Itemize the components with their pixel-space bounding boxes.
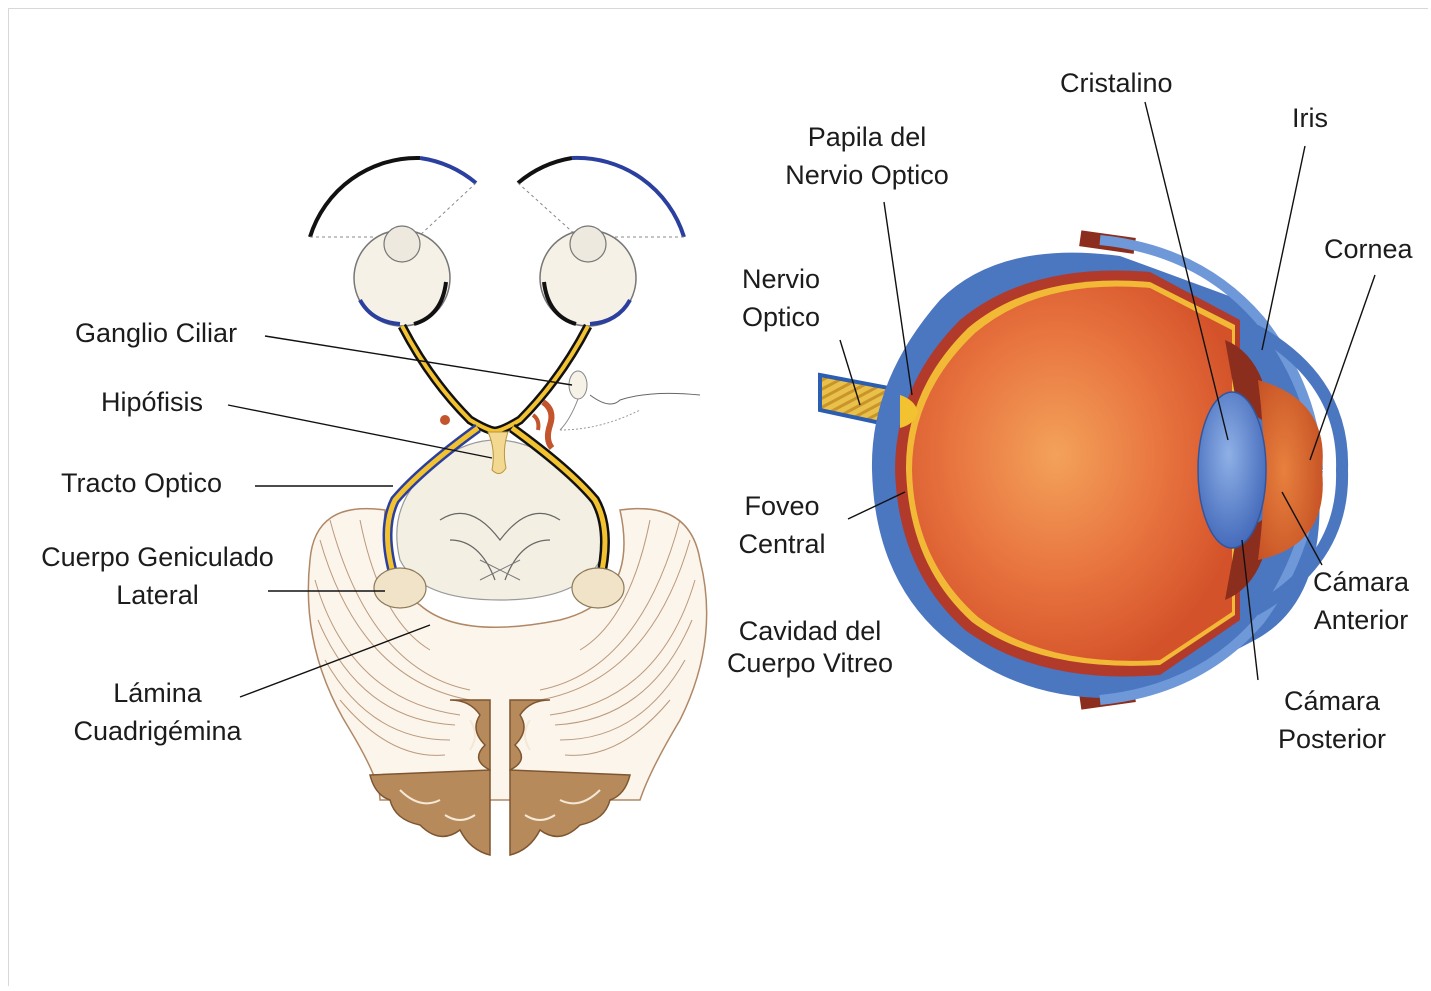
label-camara-anterior-1: Cámara	[1298, 563, 1424, 601]
visual-field-right	[518, 158, 684, 237]
label-papila-1: Papila del	[758, 118, 976, 156]
left-eyeball	[354, 226, 450, 326]
label-cuerpo-geniculado-1: Cuerpo Geniculado	[20, 538, 295, 576]
label-camara-anterior-2: Anterior	[1298, 601, 1424, 639]
label-cristalino: Cristalino	[1060, 64, 1173, 102]
label-cavidad-2: Cuerpo Vitreo	[710, 644, 910, 682]
label-iris: Iris	[1292, 99, 1328, 137]
label-foveo-1: Foveo	[726, 487, 838, 525]
label-foveo-2: Central	[726, 525, 838, 563]
label-lamina-2: Cuadrigémina	[40, 712, 275, 750]
visual-pathway-diagram	[228, 158, 707, 855]
label-camara-posterior-1: Cámara	[1260, 682, 1404, 720]
label-tracto-optico: Tracto Optico	[61, 464, 222, 502]
label-papila-2: Nervio Optico	[758, 156, 976, 194]
label-camara-posterior-2: Posterior	[1260, 720, 1404, 758]
lgn-left	[374, 568, 426, 608]
label-nervio-2: Optico	[722, 298, 840, 336]
label-lamina-1: Lámina	[40, 674, 275, 712]
optic-nerves	[402, 326, 588, 431]
right-eyeball	[540, 226, 636, 326]
label-cornea: Cornea	[1324, 230, 1413, 268]
label-cuerpo-geniculado-2: Lateral	[20, 576, 295, 614]
lens	[1198, 392, 1266, 548]
visual-field-left	[310, 158, 476, 237]
lgn-right	[572, 568, 624, 608]
ciliary-ganglion	[560, 371, 700, 430]
label-hipofisis: Hipófisis	[101, 383, 203, 421]
label-nervio-1: Nervio	[722, 260, 840, 298]
label-ganglio-ciliar: Ganglio Ciliar	[75, 314, 237, 352]
